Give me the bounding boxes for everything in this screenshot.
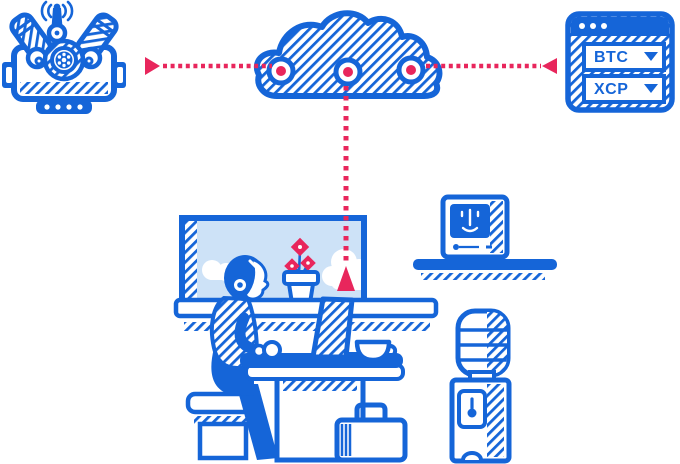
- retro-computer-icon: [440, 194, 510, 260]
- hair-highlight: [248, 259, 259, 270]
- person-hand: [262, 340, 282, 360]
- computer-face-icon: [460, 208, 480, 233]
- pair-label-xcp: XCP: [594, 81, 628, 98]
- computer-side-hatch: [490, 201, 503, 253]
- briefcase-icon: [334, 402, 408, 463]
- radio-waves-icon: [40, 0, 74, 22]
- connection-cloud-to-workspace: [337, 86, 355, 291]
- person-head: [224, 255, 270, 301]
- cloud-node: [396, 55, 426, 85]
- window-frame-hatch: [185, 221, 197, 304]
- person-face: [242, 256, 270, 301]
- person-leg: [236, 384, 278, 460]
- dropdown-arrow-icon: [644, 52, 658, 61]
- cooler-foot-notch: [461, 451, 483, 461]
- exchange-browser-icon: BTC XCP: [565, 11, 675, 113]
- robot-vent-hatch: [20, 82, 108, 94]
- bottle-hatch: [487, 312, 507, 374]
- cloud-node: [333, 57, 363, 87]
- connection-cloud-to-exchange: [426, 58, 557, 74]
- network-cloud-icon: [253, 10, 443, 99]
- water-cooler-icon: [449, 308, 512, 464]
- bottle-lines: [459, 328, 507, 362]
- pair-label-btc: BTC: [594, 49, 628, 66]
- connection-rig-to-cloud: [145, 57, 272, 75]
- dropdown-arrow-icon: [644, 84, 658, 93]
- floppy-slot: [453, 244, 492, 250]
- cooler-side-hatch: [487, 384, 504, 457]
- arrow-icon: [145, 57, 160, 75]
- rod-pin-right: [84, 56, 94, 66]
- flywheel-icon: [42, 38, 86, 82]
- cloud-node: [266, 56, 296, 86]
- arrow-icon: [542, 58, 557, 74]
- base-dots: [44, 104, 83, 110]
- person-arm: [234, 312, 282, 360]
- pair-dropdown-btc[interactable]: BTC: [582, 42, 666, 72]
- shelf-icon: [413, 259, 557, 280]
- laptop-icon: [310, 296, 366, 364]
- coffee-cup-icon: [354, 339, 398, 363]
- antenna-icon: [46, 3, 68, 44]
- window-titlebar-dots: [579, 23, 607, 29]
- flower-icon: [290, 237, 310, 257]
- laptop-screen: [310, 296, 355, 360]
- rod-pin-left: [34, 56, 44, 66]
- robot-base: [36, 100, 92, 114]
- mining-rig-robot-icon: [2, 0, 126, 114]
- wall-shadow-hatch: [184, 322, 430, 331]
- shelf-shadow-hatch: [421, 273, 545, 280]
- stool-icon: [185, 391, 261, 461]
- right-handle-slot: [117, 67, 123, 83]
- briefcase-accordion-lines: [340, 424, 352, 456]
- headphones-icon: [230, 275, 250, 295]
- desk-panel-hatch: [283, 381, 357, 391]
- arrow-icon: [337, 266, 355, 291]
- office-window-icon: [179, 215, 367, 309]
- left-handle-slot: [6, 67, 12, 83]
- tap-icon: [467, 397, 477, 418]
- cloud-body: [253, 10, 443, 99]
- pair-dropdown-xcp[interactable]: XCP: [582, 74, 666, 104]
